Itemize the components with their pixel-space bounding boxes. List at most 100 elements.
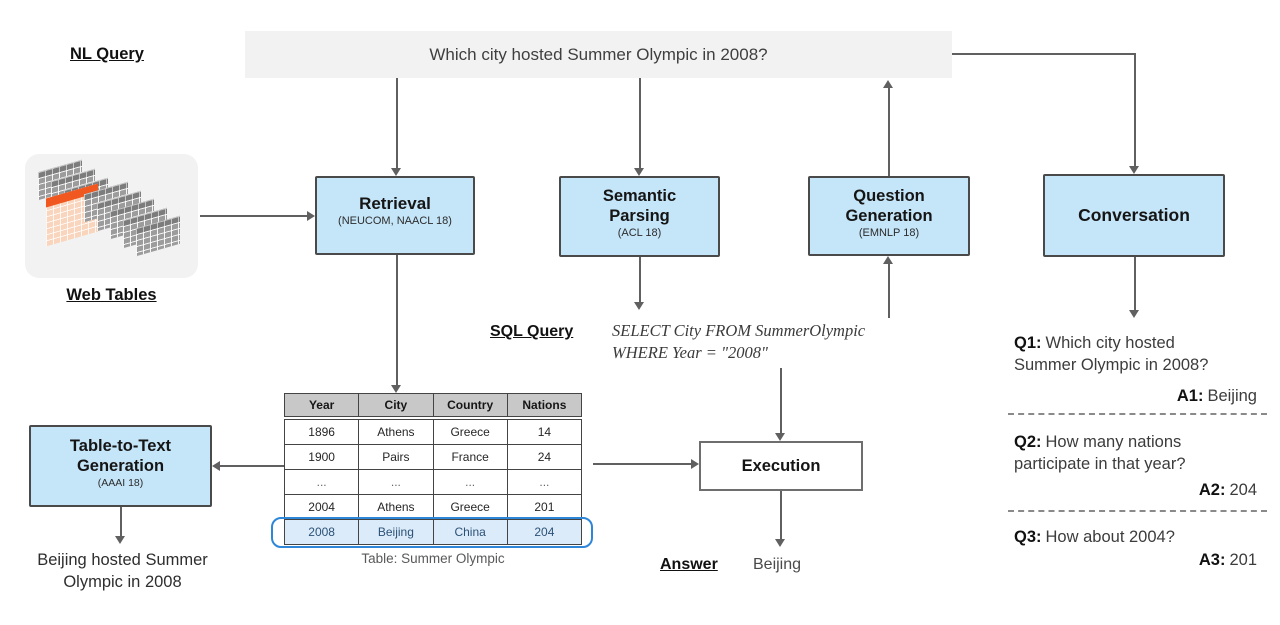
qa1-answer-label: A1: (1176, 387, 1204, 405)
arrowhead-up-icon (883, 80, 893, 88)
qa3-answer-label: A3: (1198, 551, 1226, 569)
qa-item-2: Q2:How many nations participate in that … (1014, 431, 1264, 475)
question-generation-box: Question Generation (EMNLP 18) (808, 176, 970, 256)
qa1-question-line2: Summer Olympic in 2008? (1014, 356, 1209, 374)
row-highlight-outline (271, 517, 593, 548)
qa-answer-3: A3:201 (1014, 549, 1257, 571)
arrow-sql-to-question-generation (888, 264, 890, 318)
arrow-execution-to-answer (780, 491, 782, 539)
table-cell: France (433, 445, 507, 469)
qa2-question-line2: participate in that year? (1014, 455, 1186, 473)
table-to-text-subtitle: (AAAI 18) (97, 477, 144, 489)
semantic-parsing-title-line2: Parsing (609, 207, 670, 225)
qa2-answer-label: A2: (1198, 481, 1226, 499)
qa3-question-text: How about 2004? (1045, 528, 1175, 546)
arrowhead-down-icon (775, 433, 785, 441)
arrowhead-right-icon (307, 211, 315, 221)
semantic-parsing-box: Semantic Parsing (ACL 18) (559, 176, 720, 257)
answer-label: Answer (660, 556, 718, 573)
qa-answer-1: A1:Beijing (1014, 385, 1257, 407)
question-generation-title-line1: Question (853, 187, 925, 205)
arrowhead-down-icon (634, 302, 644, 310)
qa-answer-2: A2:204 (1014, 479, 1257, 501)
table-caption: Table: Summer Olympic (361, 551, 505, 566)
olympic-table-body: 1896 Athens Greece 14 1900 Pairs France … (284, 419, 582, 545)
qa-divider (1008, 413, 1267, 415)
table-cell: Athens (359, 495, 433, 519)
qa3-answer-text: 201 (1229, 551, 1257, 569)
table-cell-highlighted: Beijing (359, 520, 433, 544)
table-cell: Greece (433, 420, 507, 444)
arrow-web-tables-to-retrieval (200, 215, 307, 217)
arrowhead-down-icon (634, 168, 644, 176)
table-header-cell: City (359, 394, 433, 416)
question-generation-title-line2: Generation (845, 207, 933, 225)
table-cell: Athens (359, 420, 433, 444)
arrow-banner-to-conversation-horizontal (952, 53, 1136, 55)
table-cell: 24 (507, 445, 581, 469)
execution-box: Execution (699, 441, 863, 491)
semantic-parsing-title-line1: Semantic (602, 187, 677, 205)
arrow-semantic-parsing-to-sql (639, 257, 641, 302)
arrowhead-down-icon (391, 168, 401, 176)
table-to-text-box: Table-to-Text Generation (AAAI 18) (29, 425, 212, 507)
arrow-question-generation-to-banner (888, 88, 890, 176)
qa1-question-line1: Q1:Which city hosted (1014, 332, 1264, 354)
generated-sentence-line2: Olympic in 2008 (63, 573, 182, 591)
nl-query-text: Which city hosted Summer Olympic in 2008… (429, 44, 768, 64)
arrowhead-down-icon (1129, 166, 1139, 174)
sql-query-text: SELECT City FROM SummerOlympic WHERE Yea… (612, 320, 957, 364)
arrow-table-to-table-to-text (220, 465, 284, 467)
retrieval-subtitle: (NEUCOM, NAACL 18) (338, 215, 452, 227)
table-cell: ... (507, 470, 581, 494)
table-header-cell: Country (433, 394, 507, 416)
nl-query-banner: Which city hosted Summer Olympic in 2008… (245, 31, 952, 78)
nl-query-label: NL Query (70, 45, 144, 63)
qa3-question-line1: Q3:How about 2004? (1014, 526, 1264, 548)
qa3-question-label: Q3: (1014, 528, 1042, 546)
table-cell: 201 (507, 495, 581, 519)
table-cell-highlighted: China (433, 520, 507, 544)
table-cell: ... (285, 470, 359, 494)
answer-value: Beijing (753, 556, 802, 573)
table-cell: 1900 (285, 445, 359, 469)
arrowhead-down-icon (115, 536, 125, 544)
arrow-table-to-text-to-sentence (120, 507, 122, 536)
table-header-cell: Year (285, 394, 359, 416)
table-cell: Greece (433, 495, 507, 519)
arrow-retrieval-to-table (396, 255, 398, 385)
table-cell-highlighted: 204 (507, 520, 581, 544)
qa2-question-label: Q2: (1014, 433, 1042, 451)
table-cell: 1896 (285, 420, 359, 444)
table-to-text-title-line2: Generation (76, 457, 165, 475)
conversation-box: Conversation (1043, 174, 1225, 257)
qa2-answer-text: 204 (1229, 481, 1257, 499)
qa1-question-label: Q1: (1014, 334, 1042, 352)
table-cell: Pairs (359, 445, 433, 469)
qa1-answer-text: Beijing (1207, 387, 1257, 405)
semantic-parsing-subtitle: (ACL 18) (617, 227, 662, 239)
generated-sentence-line1: Beijing hosted Summer (37, 551, 208, 569)
table-cell: ... (359, 470, 433, 494)
arrowhead-right-icon (691, 459, 699, 469)
qa2-question-text: How many nations (1045, 433, 1182, 451)
qa-item-1: Q1:Which city hosted Summer Olympic in 2… (1014, 332, 1264, 376)
arrowhead-up-icon (883, 256, 893, 264)
arrowhead-down-icon (1129, 310, 1139, 318)
qa2-question-line1: Q2:How many nations (1014, 431, 1264, 453)
qa-divider (1008, 510, 1267, 512)
olympic-table-header: Year City Country Nations (284, 393, 582, 417)
table-cell: 14 (507, 420, 581, 444)
arrowhead-down-icon (391, 385, 401, 393)
retrieval-box: Retrieval (NEUCOM, NAACL 18) (315, 176, 475, 255)
question-generation-subtitle: (EMNLP 18) (858, 227, 920, 239)
generated-sentence: Beijing hosted Summer Olympic in 2008 (10, 549, 235, 593)
web-tables-label: Web Tables (66, 286, 157, 304)
web-tables-icon (25, 154, 198, 278)
arrow-sql-to-execution (780, 368, 782, 433)
arrowhead-left-icon (212, 461, 220, 471)
table-cell: ... (433, 470, 507, 494)
sql-line-2: WHERE Year = "2008" (612, 343, 768, 362)
arrowhead-down-icon (775, 539, 785, 547)
arrow-conversation-to-qa (1134, 257, 1136, 310)
